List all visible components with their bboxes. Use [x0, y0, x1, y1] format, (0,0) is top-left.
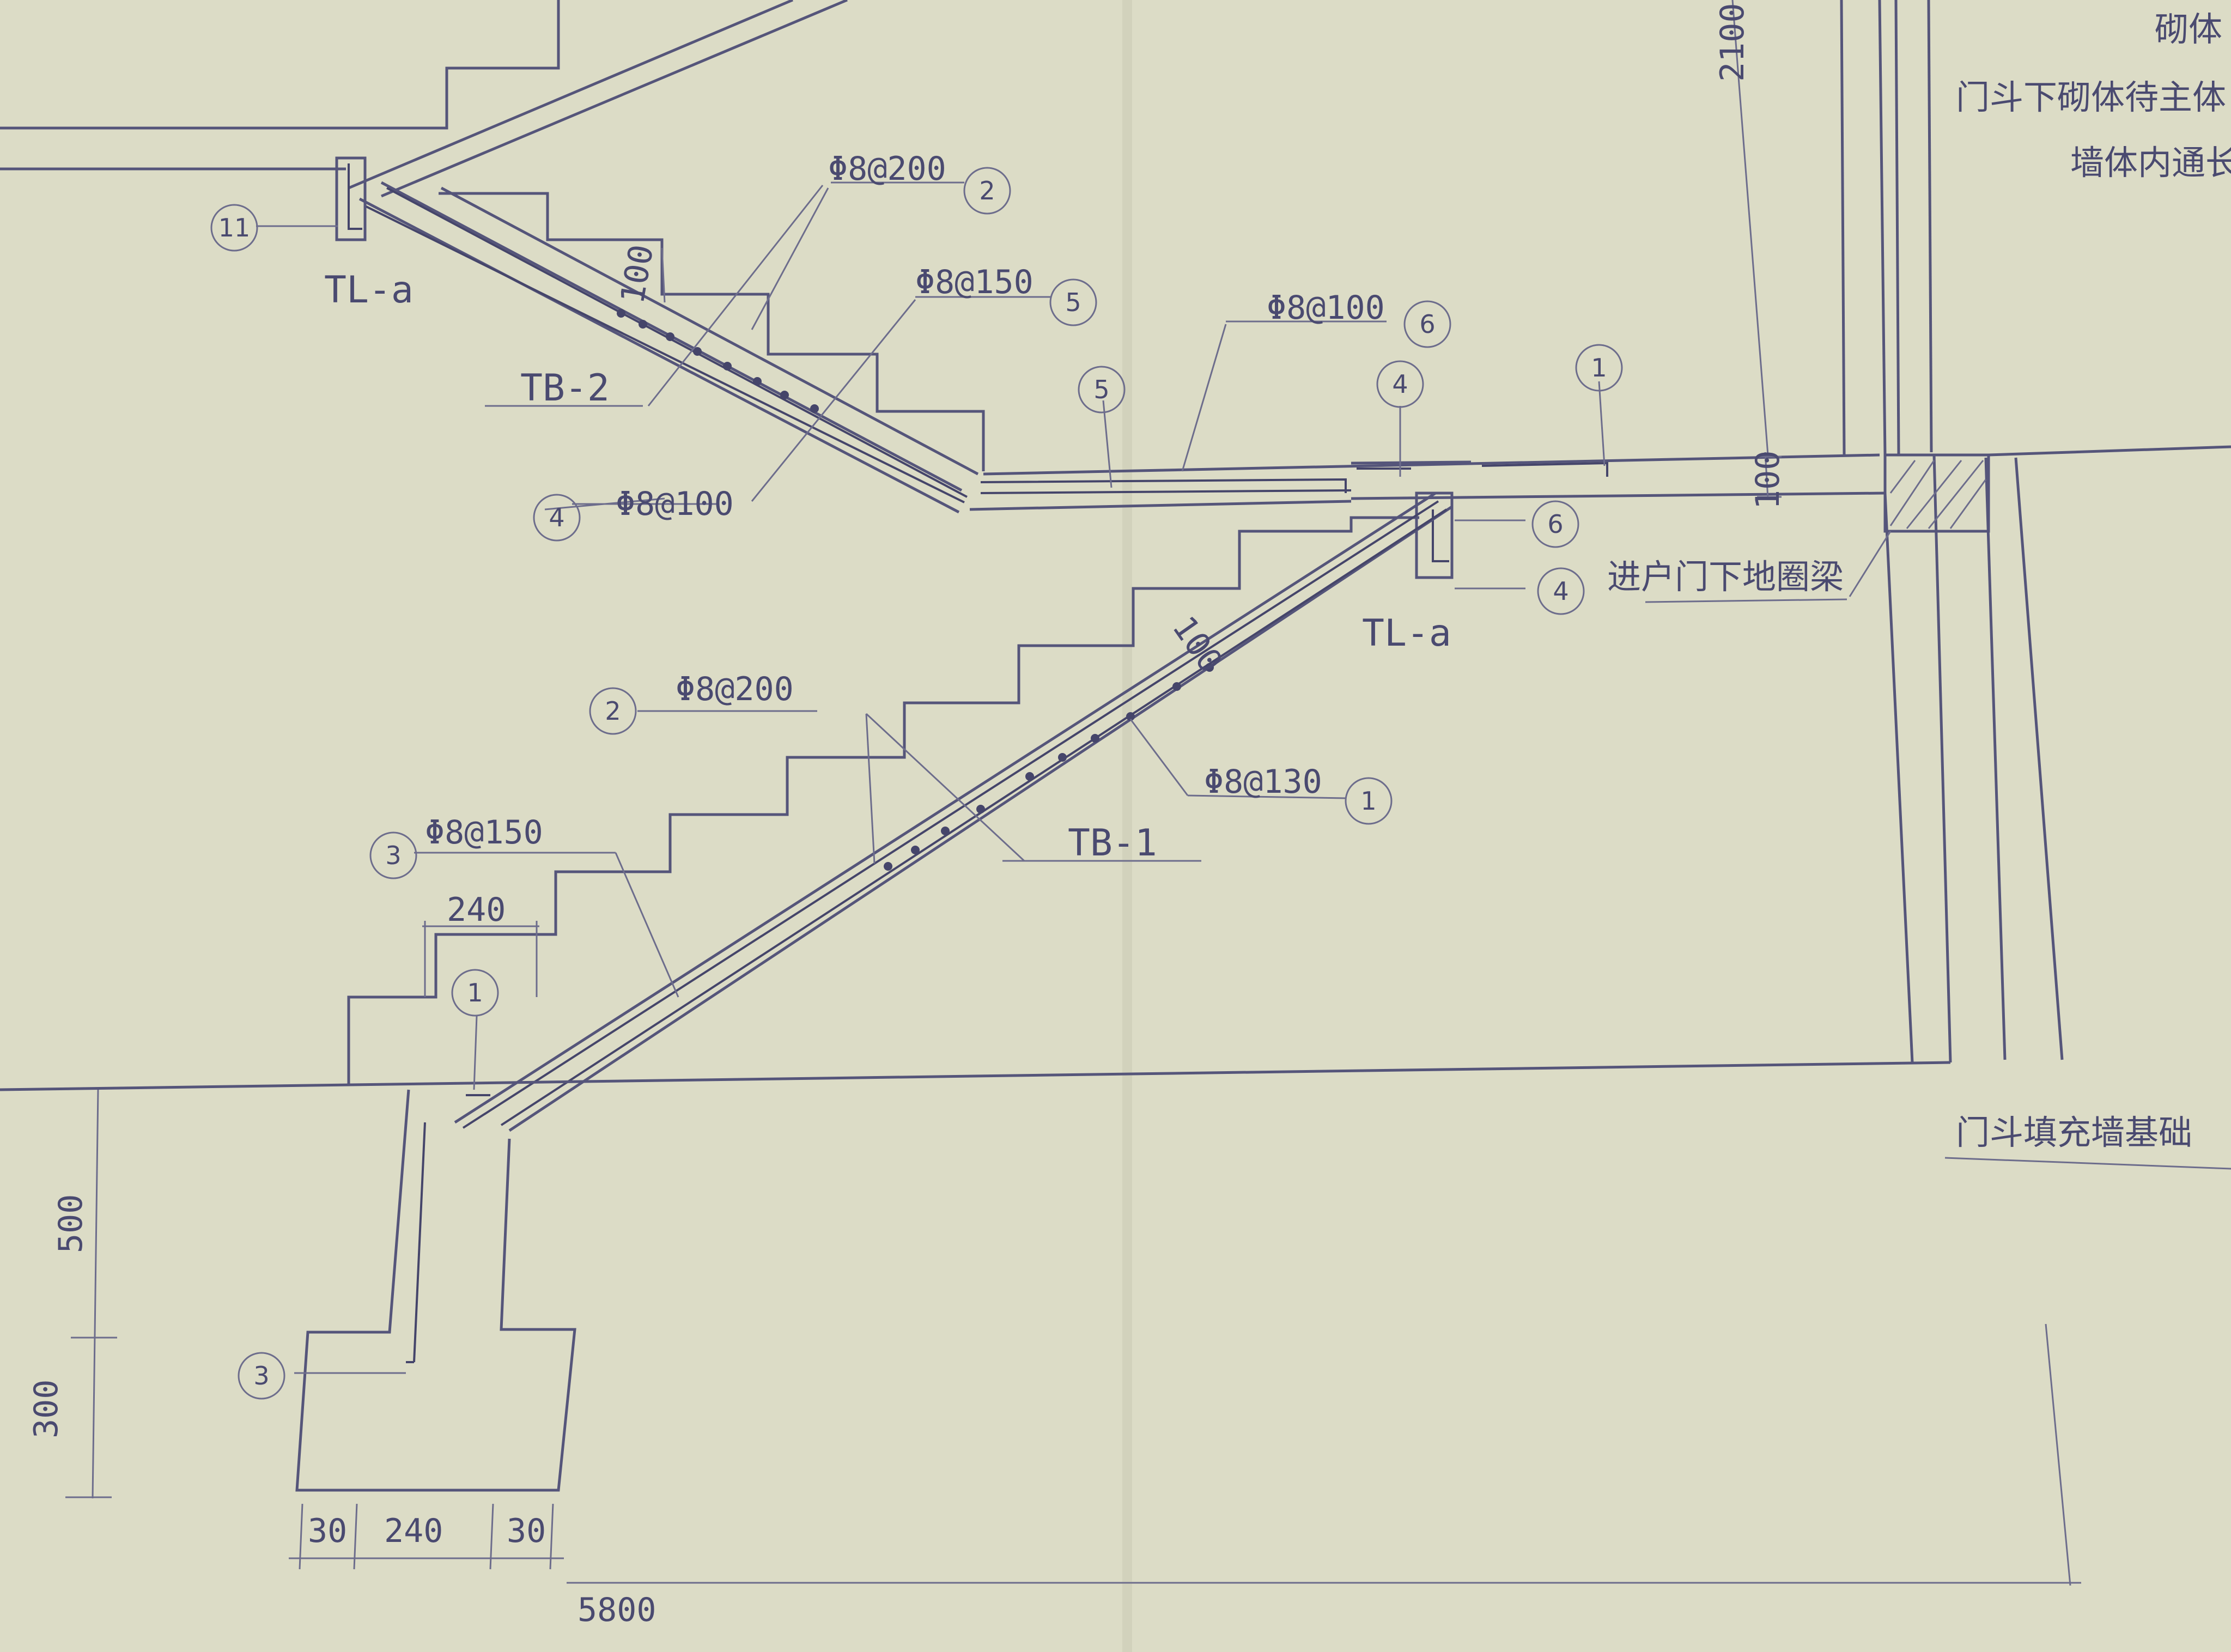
paper-fold	[1122, 0, 1132, 1652]
callout-4-left: 4	[533, 494, 581, 542]
upper-flight-rebar-dots	[617, 309, 819, 413]
callout-2-top: 2	[963, 167, 1011, 215]
note-vestibule-masonry: 门斗下砌体待主体	[1956, 77, 2226, 117]
svg-text:1: 1	[1360, 786, 1376, 816]
label-tb-1: TB-1	[1068, 822, 1157, 865]
callout-1-lower: 1	[451, 969, 499, 1017]
dim-5800: 5800	[577, 1591, 656, 1629]
dim-30-left: 30	[308, 1512, 347, 1550]
dim-30-right: 30	[507, 1512, 546, 1550]
callout-3-upper: 3	[369, 831, 417, 879]
note-infill-foundation: 门斗填充墙基础	[1956, 1113, 2192, 1152]
callout-11: 11	[210, 204, 258, 252]
lower-flight-slab	[454, 491, 1453, 1132]
svg-text:2: 2	[979, 176, 995, 205]
rebar-label-6: Φ8@100	[1267, 289, 1385, 327]
dim-100-landing: 100	[1749, 451, 1787, 509]
right-wall	[1840, 0, 2231, 1063]
dim-500: 500	[52, 1194, 90, 1253]
lower-flight-rebar-dots	[884, 663, 1214, 871]
rebar-label-5: Φ8@150	[915, 263, 1034, 301]
leader-lines	[256, 181, 2231, 1374]
rebar-label-2-bottom: Φ8@200	[676, 670, 794, 708]
svg-text:3: 3	[253, 1361, 269, 1390]
dim-240-bottom: 240	[384, 1512, 443, 1550]
dim-2100: 2100	[1713, 3, 1752, 82]
callout-5-top: 5	[1049, 278, 1097, 326]
dim-100-top: 100	[613, 242, 661, 307]
label-tb-2: TB-2	[520, 367, 610, 410]
rebar-label-1: Φ8@130	[1204, 763, 1322, 801]
callout-1-top: 1	[1575, 344, 1623, 392]
svg-text:4: 4	[1553, 576, 1569, 606]
dim-240-top: 240	[447, 891, 506, 929]
lower-flight-steps	[347, 516, 1419, 1084]
callout-3-lower: 3	[238, 1352, 285, 1400]
callout-4-mid: 4	[1376, 360, 1424, 408]
dim-300: 300	[27, 1380, 65, 1438]
rebar-label-4-top: Φ8@100	[616, 485, 734, 523]
rebar-label-2-top: Φ8@200	[828, 150, 946, 188]
callout-5-mid: 5	[1078, 366, 1126, 414]
tl-a-top-beam	[335, 156, 367, 241]
rebar-label-3: Φ8@150	[425, 813, 543, 852]
callout-6-top: 6	[1403, 300, 1451, 348]
svg-text:11: 11	[218, 213, 251, 242]
svg-text:4: 4	[1392, 369, 1408, 399]
note-entrance-ground-beam: 进户门下地圈梁	[1607, 557, 1844, 597]
label-tl-a-mid: TL-a	[1362, 612, 1451, 655]
svg-text:1: 1	[467, 978, 483, 1007]
callout-4-right: 4	[1537, 567, 1585, 615]
svg-text:6: 6	[1419, 309, 1435, 339]
callout-2-bottom: 2	[589, 687, 637, 735]
svg-text:5: 5	[1093, 375, 1109, 404]
note-masonry: 砌体	[2155, 9, 2222, 49]
tl-a-mid-beam	[1415, 491, 1454, 579]
svg-text:6: 6	[1547, 509, 1563, 539]
svg-text:3: 3	[385, 841, 401, 870]
foundation	[295, 1089, 576, 1492]
upper-flight-steps	[0, 0, 985, 476]
dimension-lines	[65, 0, 2081, 1586]
svg-text:5: 5	[1065, 288, 1081, 317]
label-tl-a-top: TL-a	[324, 269, 414, 312]
svg-text:1: 1	[1591, 353, 1607, 382]
ground-line	[0, 1061, 1951, 1091]
callout-1-bottom: 1	[1345, 777, 1393, 825]
callout-6-right: 6	[1531, 500, 1579, 548]
svg-text:2: 2	[605, 696, 621, 726]
svg-text:4: 4	[549, 503, 564, 532]
landing-slab	[969, 453, 1886, 511]
dim-100-lower: 100	[1165, 609, 1230, 679]
note-wall-continuous: 墙体内通长	[2070, 143, 2231, 183]
